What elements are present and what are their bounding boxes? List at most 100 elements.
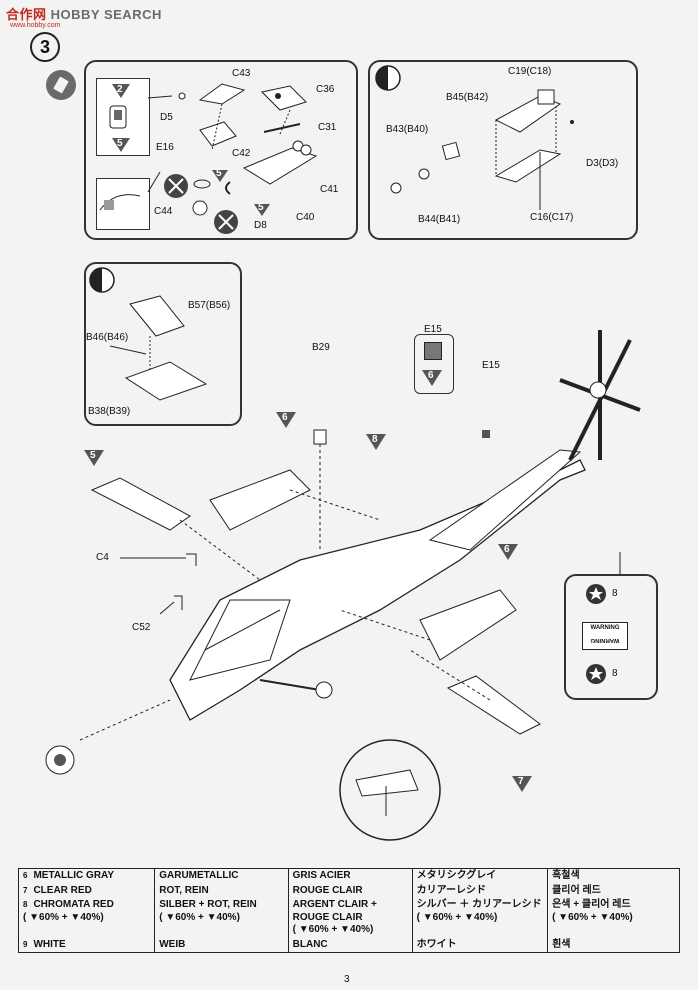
label-b38: B38(B39) — [88, 406, 131, 417]
label-c19: C19(C18) — [508, 66, 552, 77]
legend-cell: シルバー ＋ カリアーレシド( ▼60% + ▼40%) — [411, 898, 548, 938]
legend-cell: ROUGE CLAIR — [287, 883, 413, 898]
page-number: 3 — [344, 974, 350, 985]
label-b45: B45(B42) — [446, 92, 489, 103]
label-c16: C16(C17) — [530, 212, 574, 223]
legend-row: 9 WHITE WEIB BLANC ホワイト 흰색 — [19, 937, 680, 953]
callout-triangle — [112, 84, 130, 98]
legend-subtext: ( ▼60% + ▼40%) — [552, 911, 633, 923]
legend-text: メタリシクグレイ — [416, 870, 497, 881]
legend-subtext: ( ▼60% + ▼40%) — [416, 911, 498, 923]
legend-number: 8 — [23, 900, 28, 909]
label-c4: C4 — [96, 552, 109, 563]
label-b46: B46(B46) — [86, 332, 129, 343]
decal-warning-bottom: WARNING — [590, 637, 620, 643]
callout-7: 7 — [518, 776, 524, 787]
legend-cell: GARUMETALLIC — [154, 868, 289, 884]
label-d3: D3(D3) — [586, 158, 619, 169]
note-pencil-icon — [53, 76, 69, 94]
callout-6b: 6 — [428, 370, 434, 381]
label-b57: B57(B56) — [188, 300, 231, 311]
decal-warning-top: WARNING — [590, 625, 620, 631]
callout-5d: 5 — [90, 450, 96, 461]
legend-cell: 8 CHROMATA RED( ▼60% + ▼40%) — [19, 898, 155, 938]
legend-text: カリアーレシド — [416, 884, 487, 896]
label-c52: C52 — [132, 622, 151, 633]
legend-text: WHITE — [33, 938, 66, 950]
legend-cell: BLANC — [287, 937, 413, 953]
legend-text: 흰색 — [552, 938, 571, 950]
legend-cell: WEIB — [154, 937, 289, 953]
legend-text: SILBER + ROT, REIN — [159, 899, 257, 910]
legend-text: METALLIC GRAY — [33, 870, 115, 881]
legend-subtext: ( ▼60% + ▼40%) — [292, 924, 374, 935]
callout-5c: 5 — [258, 202, 264, 213]
callout-6a: 6 — [282, 412, 288, 423]
panel-top-right — [368, 60, 638, 240]
decal-warning: WARNING WARNING — [582, 622, 628, 650]
legend-cell: 클리어 레드 — [547, 883, 680, 898]
legend-cell: メタリシクグレイ — [411, 868, 548, 884]
decal-e15-swatch — [424, 342, 442, 360]
legend-text: ROT, REIN — [159, 884, 209, 896]
legend-text: GRIS ACIER — [292, 870, 351, 881]
legend-cell: 9 WHITE — [19, 938, 155, 953]
legend-text: ホワイト — [416, 938, 457, 950]
label-c43: C43 — [232, 68, 251, 79]
label-b43: B43(B40) — [386, 124, 429, 135]
label-d5: D5 — [160, 112, 173, 123]
legend-text: CHROMATA RED — [33, 899, 114, 910]
label-b44: B44(B41) — [418, 214, 461, 225]
legend-text: シルバー ＋ カリアーレシド — [416, 899, 542, 910]
legend-text: ARGENT CLAIR + ROUGE CLAIR — [292, 899, 377, 923]
legend-text: GARUMETALLIC — [159, 870, 239, 881]
legend-text: ROUGE CLAIR — [292, 884, 363, 896]
legend-number: 9 — [23, 939, 28, 949]
legend-text: 클리어 레드 — [552, 884, 601, 896]
label-c41: C41 — [320, 184, 339, 195]
label-b29: B29 — [312, 342, 330, 353]
legend-cell: GRIS ACIER — [287, 868, 413, 884]
legend-text: BLANC — [292, 938, 328, 950]
label-c42: C42 — [232, 148, 251, 159]
legend-cell: 흰색 — [547, 937, 680, 953]
callout-6c: 6 — [504, 544, 510, 555]
legend-cell: ROT, REIN — [154, 883, 289, 898]
label-e15: E15 — [482, 360, 500, 371]
label-c31: C31 — [318, 122, 337, 133]
callout-2: 2 — [117, 84, 123, 95]
callout-triangle — [112, 138, 130, 152]
legend-subtext: ( ▼60% + ▼40%) — [23, 911, 104, 923]
label-c36: C36 — [316, 84, 335, 95]
step-number: 3 — [30, 32, 60, 62]
legend-subtext: ( ▼60% + ▼40%) — [159, 911, 240, 923]
watermark-url: www.hobby.com — [10, 22, 61, 29]
watermark: 合作网 HOBBY SEARCH — [6, 7, 162, 22]
legend-cell: ARGENT CLAIR + ROUGE CLAIR( ▼60% + ▼40%) — [287, 898, 413, 938]
label-e16: E16 — [156, 142, 174, 153]
legend-text: 흑철색 — [552, 870, 580, 881]
legend-cell: 흑철색 — [547, 868, 680, 884]
label-d8: D8 — [254, 220, 267, 231]
legend-text: WEIB — [159, 938, 186, 950]
callout-5a: 5 — [117, 138, 123, 149]
legend-text: 은색 + 클리어 레드 — [552, 899, 631, 910]
label-c44: C44 — [154, 206, 173, 217]
legend-number: 7 — [23, 885, 28, 895]
legend-cell: SILBER + ROT, REIN( ▼60% + ▼40%) — [154, 898, 289, 938]
label-c40: C40 — [296, 212, 315, 223]
callout-8c: 8 — [612, 668, 618, 679]
legend-cell: ホワイト — [411, 937, 548, 953]
callout-5b: 5 — [216, 168, 222, 179]
